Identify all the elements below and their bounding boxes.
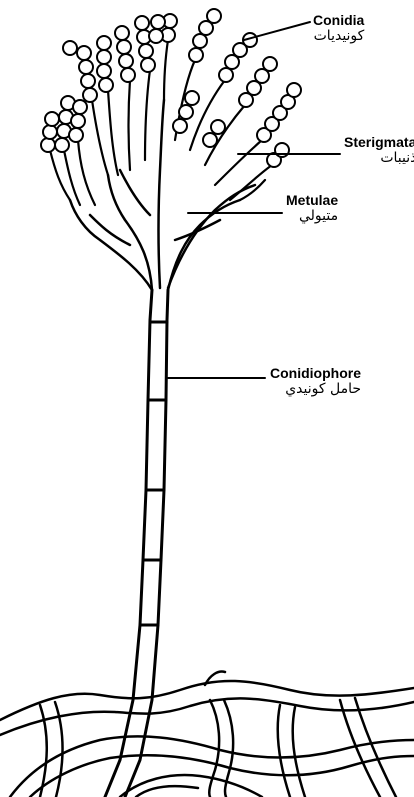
conidia-leader	[244, 22, 310, 40]
label-sterigmata-ar: ذنيبات	[344, 150, 414, 166]
substrate-hyphae	[0, 672, 414, 797]
label-metulae: Metulae متيولي	[286, 192, 338, 224]
label-sterigmata-en: Sterigmata	[344, 134, 414, 150]
label-conidia: Conidia كونيديات	[313, 12, 364, 44]
label-metulae-en: Metulae	[286, 192, 338, 208]
label-sterigmata: Sterigmata ذنيبات	[344, 134, 414, 166]
label-conidiophore-en: Conidiophore	[270, 365, 361, 381]
label-conidia-en: Conidia	[313, 12, 364, 28]
conidiophore-stalk	[105, 290, 168, 797]
label-conidiophore-ar: حامل كونيدي	[270, 381, 361, 397]
label-conidia-ar: كونيديات	[313, 28, 364, 44]
label-metulae-ar: متيولي	[286, 208, 338, 224]
label-conidiophore: Conidiophore حامل كونيدي	[270, 365, 361, 397]
conidia-chains	[41, 9, 301, 167]
